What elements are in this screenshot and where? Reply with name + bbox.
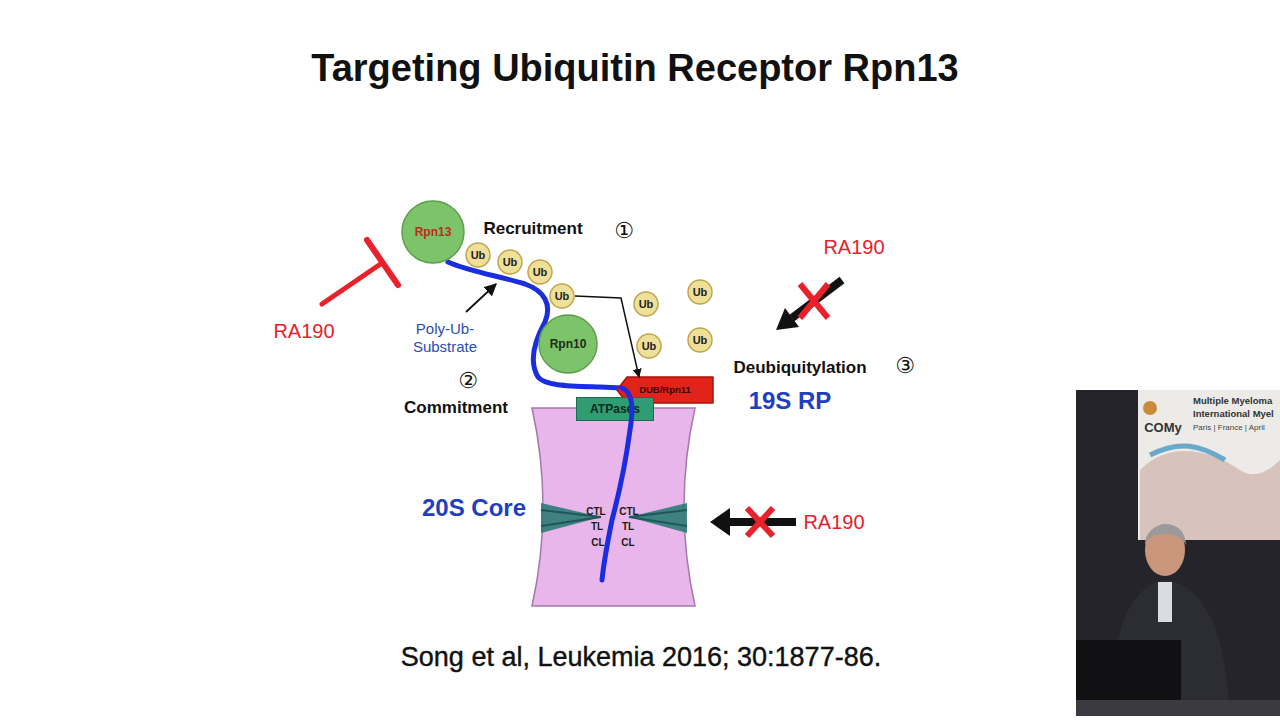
video-background (1076, 390, 1280, 716)
site-label: CTL (586, 506, 605, 518)
node-text: Ub (693, 335, 708, 346)
ubiquitin-circle-shape (637, 334, 661, 358)
block-cross (800, 284, 828, 318)
ubiquitin-circle-shape (528, 260, 552, 284)
node-text: Ub (471, 250, 486, 261)
ubiquitin-circle: Ub (527, 259, 553, 285)
presenter-head (1145, 524, 1185, 576)
blocked-arrow-head (776, 308, 799, 330)
node-text: Ub (693, 287, 708, 298)
banner-text: Multiple Myeloma (1193, 395, 1272, 406)
block-cross (747, 508, 773, 536)
leader-arrow (466, 284, 496, 312)
receptor-circle: Rpn10 (538, 314, 598, 374)
ubiquitin-circle-shape (688, 280, 712, 304)
shirt (1158, 582, 1172, 622)
node-text: Ub (642, 341, 657, 352)
annotation: ① (614, 218, 634, 244)
slide-title: Targeting Ubiquitin Receptor Rpn13 (311, 47, 958, 90)
annotation: 19S RP (749, 387, 832, 416)
annotation: ③ (895, 353, 915, 379)
logo-mark (1143, 401, 1157, 415)
ubiquitin-circle: Ub (549, 283, 575, 309)
annotation: Deubiquitylation (733, 358, 866, 378)
drug-label: RA190 (273, 319, 334, 343)
ubiquitin-circle: Ub (497, 249, 523, 275)
node-text: Rpn10 (550, 338, 587, 350)
atpase-box: ATPases (576, 397, 654, 421)
ubiquitin-circle: Ub (465, 242, 491, 268)
blocked-arrow-head (710, 508, 730, 536)
receptor-circle: Rpn13 (401, 200, 465, 264)
block-cross (800, 284, 828, 318)
ubiquitin-circle-shape (498, 250, 522, 274)
node-text: 20S Core (422, 496, 526, 520)
node-text: DUB/Rpn11 (639, 385, 691, 395)
drug-label: RA190 (823, 235, 884, 259)
core-barrel-outline (532, 408, 695, 606)
drug-label: RA190 (803, 510, 864, 534)
podium (1076, 700, 1280, 716)
banner-text: COMy (1144, 420, 1182, 436)
node-text: ATPases (590, 403, 640, 415)
ubiquitin-circle: Ub (687, 279, 713, 305)
banner (1138, 390, 1280, 540)
core-barrel-shape (532, 408, 695, 606)
inhibition-line (322, 263, 382, 304)
node-text: Ub (639, 299, 654, 310)
banner-swirl (1150, 446, 1225, 460)
node-text: Ub (503, 257, 518, 268)
site-label: TL (591, 521, 603, 533)
presenter-hair (1145, 524, 1186, 545)
banner-text: International Myel (1193, 408, 1274, 419)
ubiquitin-circle-shape (466, 243, 490, 267)
node-text: Ub (533, 267, 548, 278)
banner-text: Paris | France | April (1193, 423, 1265, 433)
block-cross (747, 508, 773, 536)
site-label: CL (591, 537, 604, 549)
annotation: Commitment (404, 398, 508, 418)
speaker-video (1076, 390, 1280, 716)
core-barrel: 20S Core (532, 408, 695, 606)
site-label: CL (621, 537, 634, 549)
annotation: Recruitment (483, 219, 582, 239)
ubiquitin-circle: Ub (633, 291, 659, 317)
site-label: TL (622, 521, 634, 533)
node-text: Rpn13 (415, 226, 452, 238)
ubiquitin-circle: Ub (636, 333, 662, 359)
site-label: CTL (619, 506, 638, 518)
receptor-circle-shape (402, 201, 464, 263)
ubiquitin-circle-shape (550, 284, 574, 308)
annotation: Poly-Ub- Substrate (405, 320, 485, 356)
ubiquitin-circle-shape (688, 328, 712, 352)
annotation: ② (458, 368, 478, 394)
ubiquitin-circle-shape (634, 292, 658, 316)
citation: Song et al, Leukemia 2016; 30:1877-86. (401, 642, 881, 673)
ubiquitin-circle: Ub (687, 327, 713, 353)
blocked-arrow (792, 280, 842, 318)
node-text: Ub (555, 291, 570, 302)
inhibition-bar (367, 240, 398, 285)
receptor-circle-shape (539, 315, 597, 373)
